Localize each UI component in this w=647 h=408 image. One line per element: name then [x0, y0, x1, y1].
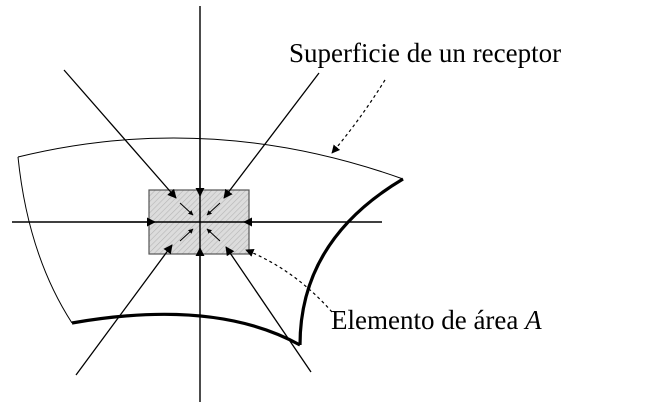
element-leader	[245, 248, 333, 313]
element-label: Elemento de área A	[331, 307, 542, 334]
surface-label: Superficie de un receptor	[289, 38, 562, 68]
axes	[12, 6, 382, 402]
ray-top-left	[63, 69, 177, 199]
surface-left-edge	[17, 156, 73, 324]
ray-bottom-left	[75, 244, 173, 376]
converging-arrows	[179, 202, 221, 242]
surface-top-edge	[17, 137, 404, 180]
incident-rays	[63, 69, 320, 376]
element-label-text: Elemento de área	[331, 305, 526, 335]
element-label-variable: A	[525, 305, 542, 335]
ray-bottom-right	[225, 246, 312, 373]
ray-top-right	[223, 72, 320, 199]
surface-leader	[331, 79, 386, 154]
surface-right-edge	[298, 177, 404, 346]
inner-arrow-ne	[206, 202, 221, 216]
surface-bottom-edge	[71, 312, 301, 347]
inner-arrow-se	[206, 228, 221, 242]
inner-arrow-sw	[179, 228, 194, 242]
leader-lines	[245, 79, 386, 313]
inner-arrow-nw	[179, 202, 194, 216]
